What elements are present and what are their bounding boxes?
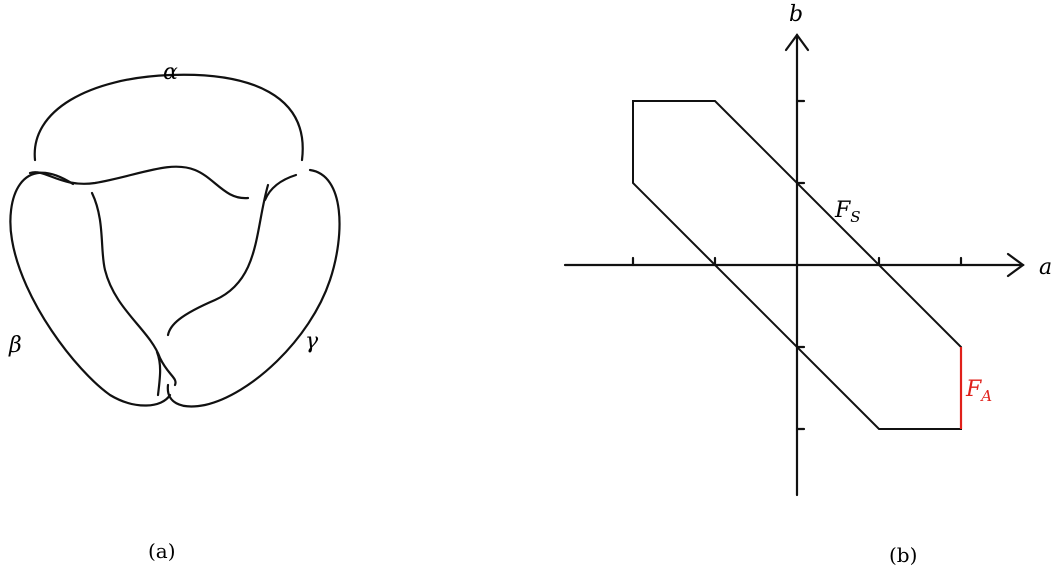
axis-label-b: b: [789, 2, 803, 27]
label-gamma: γ: [305, 329, 319, 354]
knot-strand-inner-top: [28, 165, 250, 200]
caption-b: (b): [889, 543, 917, 567]
face-label-FS-main: F: [834, 198, 851, 223]
face-label-FS: FS: [834, 198, 861, 226]
label-beta: β: [8, 333, 22, 358]
face-label-FA-sub: A: [979, 387, 992, 405]
axis-ticks: [631, 99, 963, 431]
knot-strand-inner-left: [90, 191, 177, 387]
x-axis-arrowhead: [1006, 252, 1025, 278]
knot-diagram: [9, 73, 341, 408]
knot-strand-right-arc: [166, 168, 341, 408]
y-axis-arrowhead: [784, 33, 810, 52]
axis-label-a: a: [1039, 255, 1052, 280]
knot-strand-inner-right: [166, 183, 270, 337]
polygon-plot: [563, 33, 1025, 497]
label-alpha: α: [163, 60, 178, 85]
caption-a: (a): [148, 539, 176, 563]
knot-strand-top-arc: [33, 73, 304, 162]
knot-strand-right-cross: [263, 173, 298, 202]
face-label-FS-sub: S: [850, 208, 860, 226]
knot-strand-left-arc: [9, 171, 172, 407]
knot-strand-lower-cross: [155, 350, 162, 397]
face-label-FA-main: F: [965, 377, 982, 402]
face-label-FA: FA: [965, 377, 992, 405]
